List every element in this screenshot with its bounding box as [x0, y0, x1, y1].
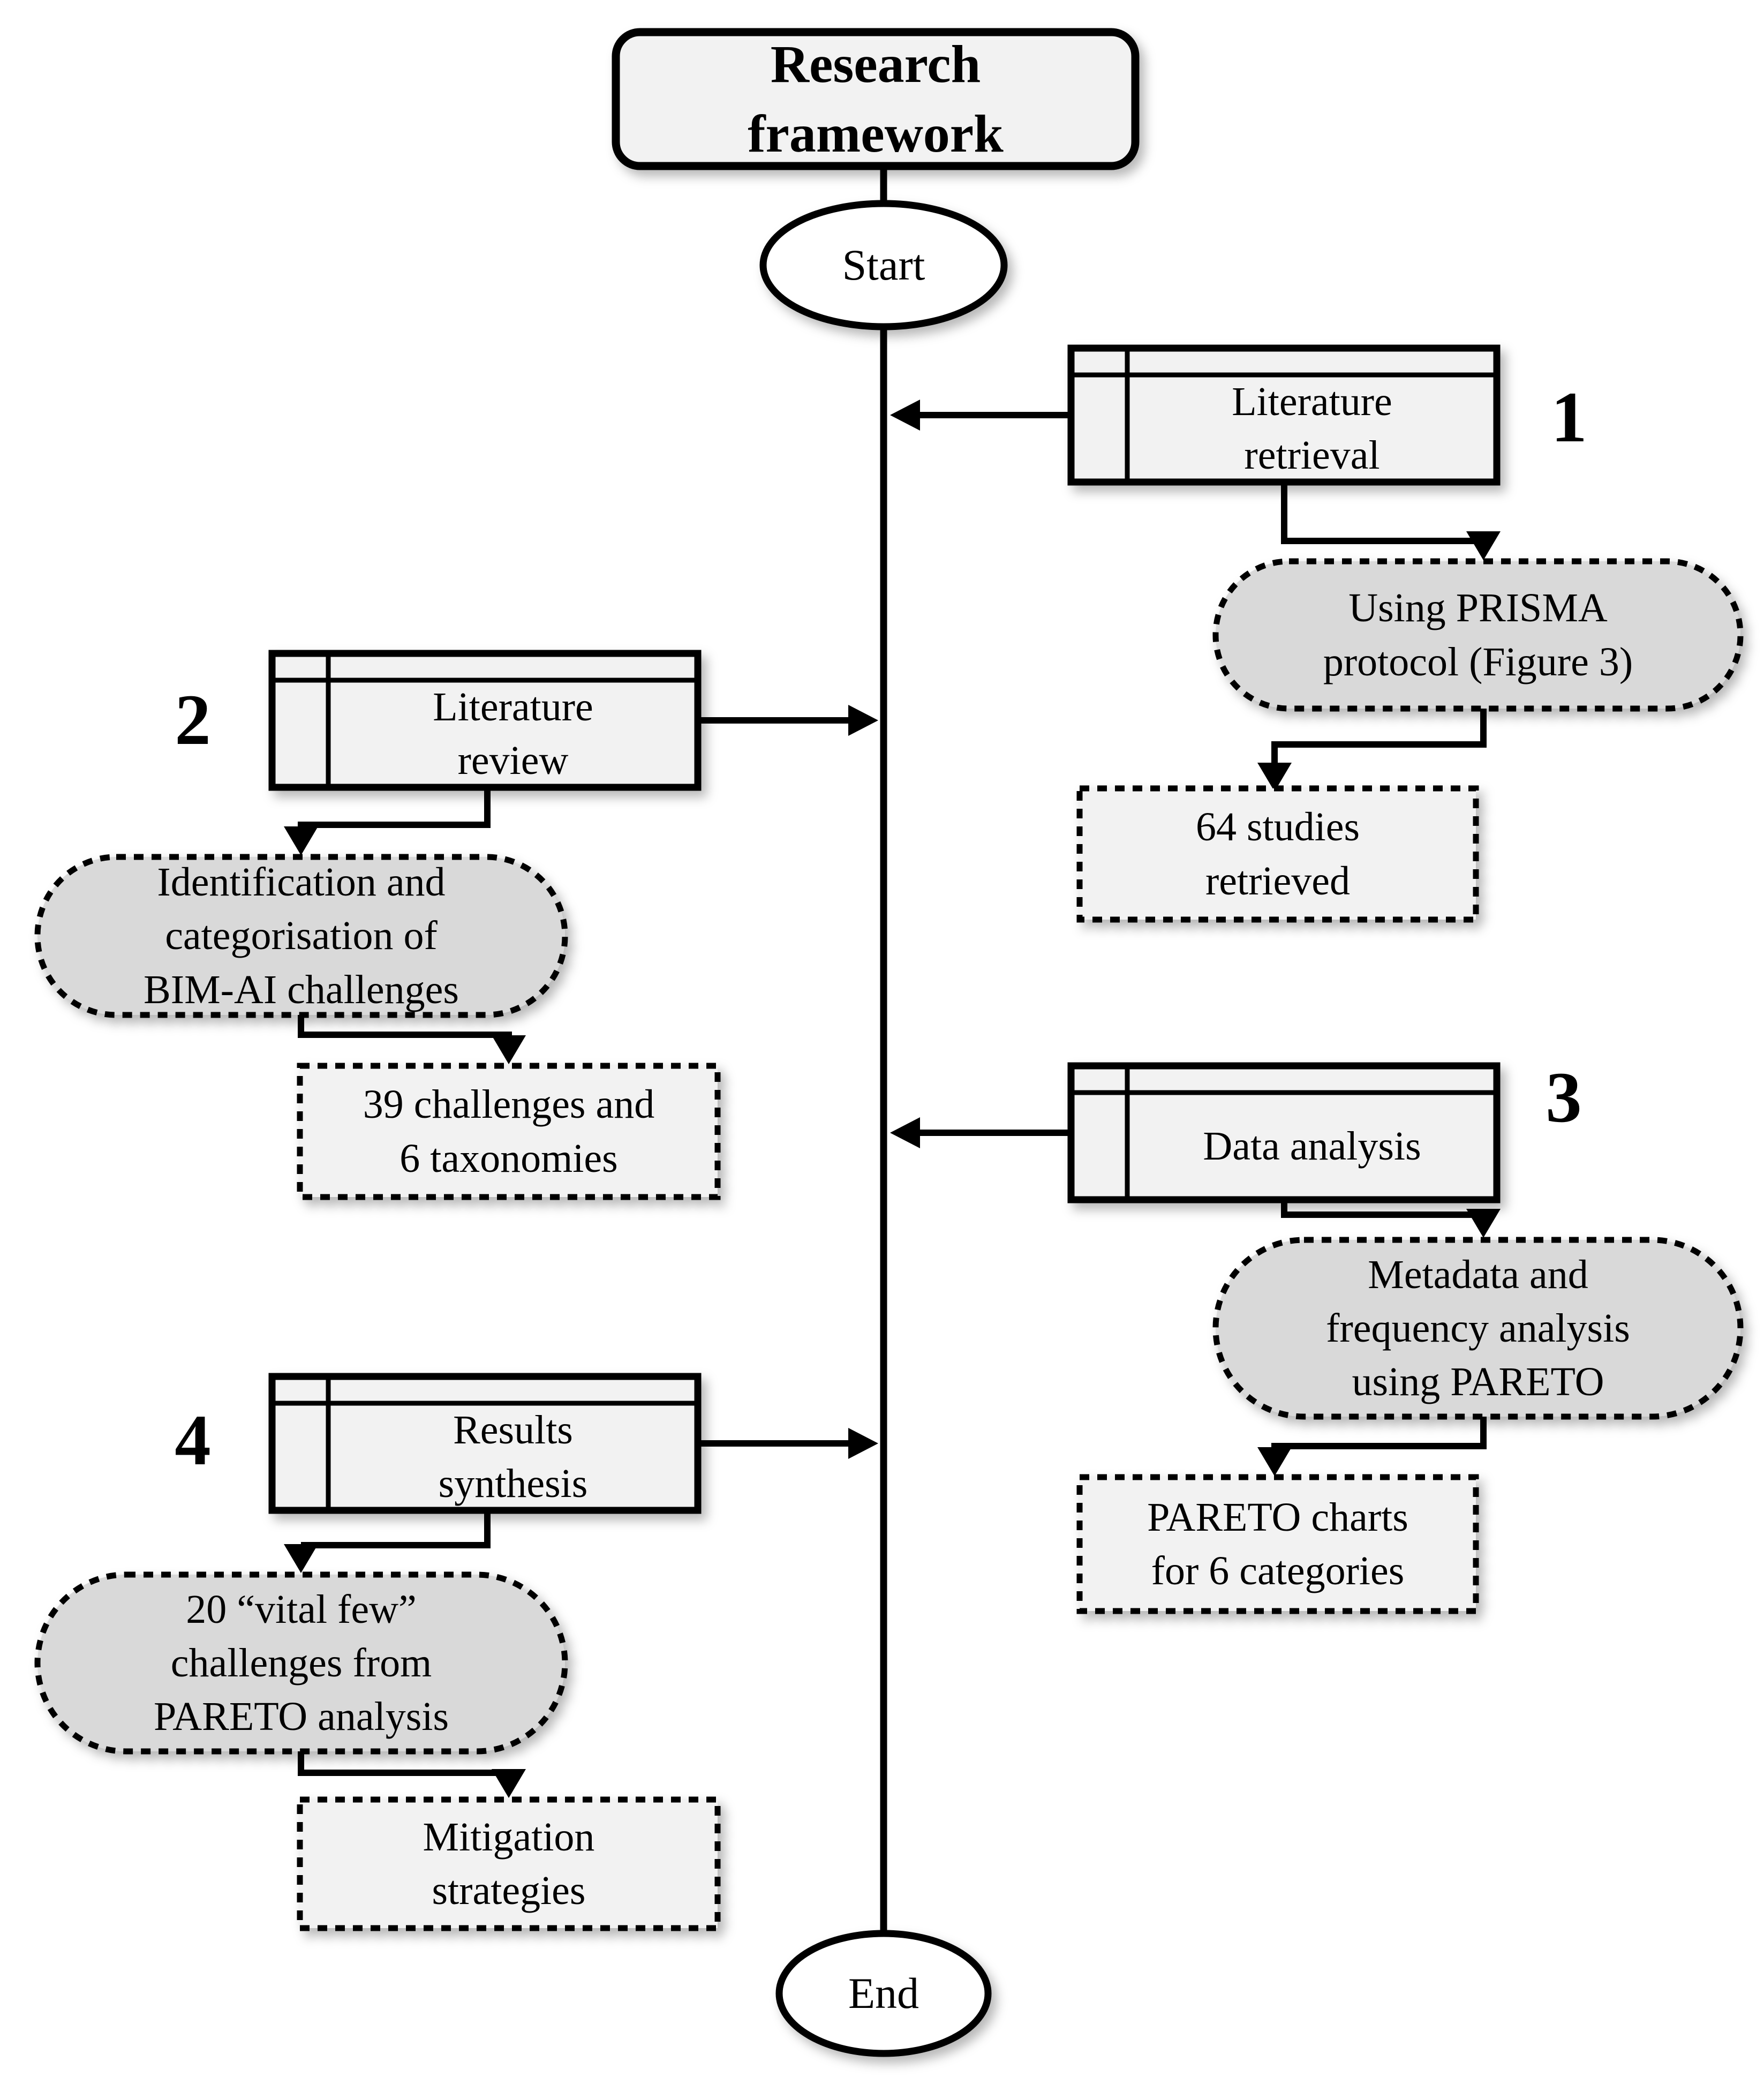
- step-4-method-pill: [34, 1571, 568, 1755]
- step-2-method-pill: [34, 854, 568, 1018]
- step-3-method-pill: [1212, 1237, 1744, 1420]
- step-2-method-to-output-connector: [298, 1015, 526, 1064]
- step-1-output-box: [1076, 785, 1479, 923]
- step-1-method-pill: [1212, 558, 1744, 712]
- step-1-method-to-output-connector: [1257, 709, 1487, 792]
- step-1-to-spine-arrow: [890, 400, 1071, 431]
- step-3-to-spine-arrow: [890, 1117, 1071, 1148]
- step-2-to-spine-arrow: [698, 705, 878, 736]
- step-3-process-box: [1067, 1062, 1501, 1203]
- step-3-output-box: [1076, 1474, 1479, 1614]
- step-4-method-to-output-connector: [298, 1751, 526, 1798]
- step-3-box-to-method-connector: [1281, 1200, 1501, 1238]
- step-2-process-box: [268, 650, 702, 791]
- step-1-box-to-method-connector: [1281, 482, 1501, 560]
- step-4-box-to-method-connector: [284, 1510, 491, 1573]
- step-2-box-to-method-connector: [284, 787, 491, 855]
- step-4-process-box: [268, 1373, 702, 1514]
- step-1-process-box: [1067, 344, 1501, 486]
- research-framework-box: [612, 28, 1140, 170]
- step-3-method-to-output-connector: [1257, 1417, 1487, 1476]
- step-2-output-box: [297, 1063, 721, 1200]
- step-4-to-spine-arrow: [698, 1428, 878, 1459]
- start-node: [759, 200, 1008, 330]
- end-node: [775, 1930, 992, 2057]
- step-4-output-box: [297, 1796, 721, 1931]
